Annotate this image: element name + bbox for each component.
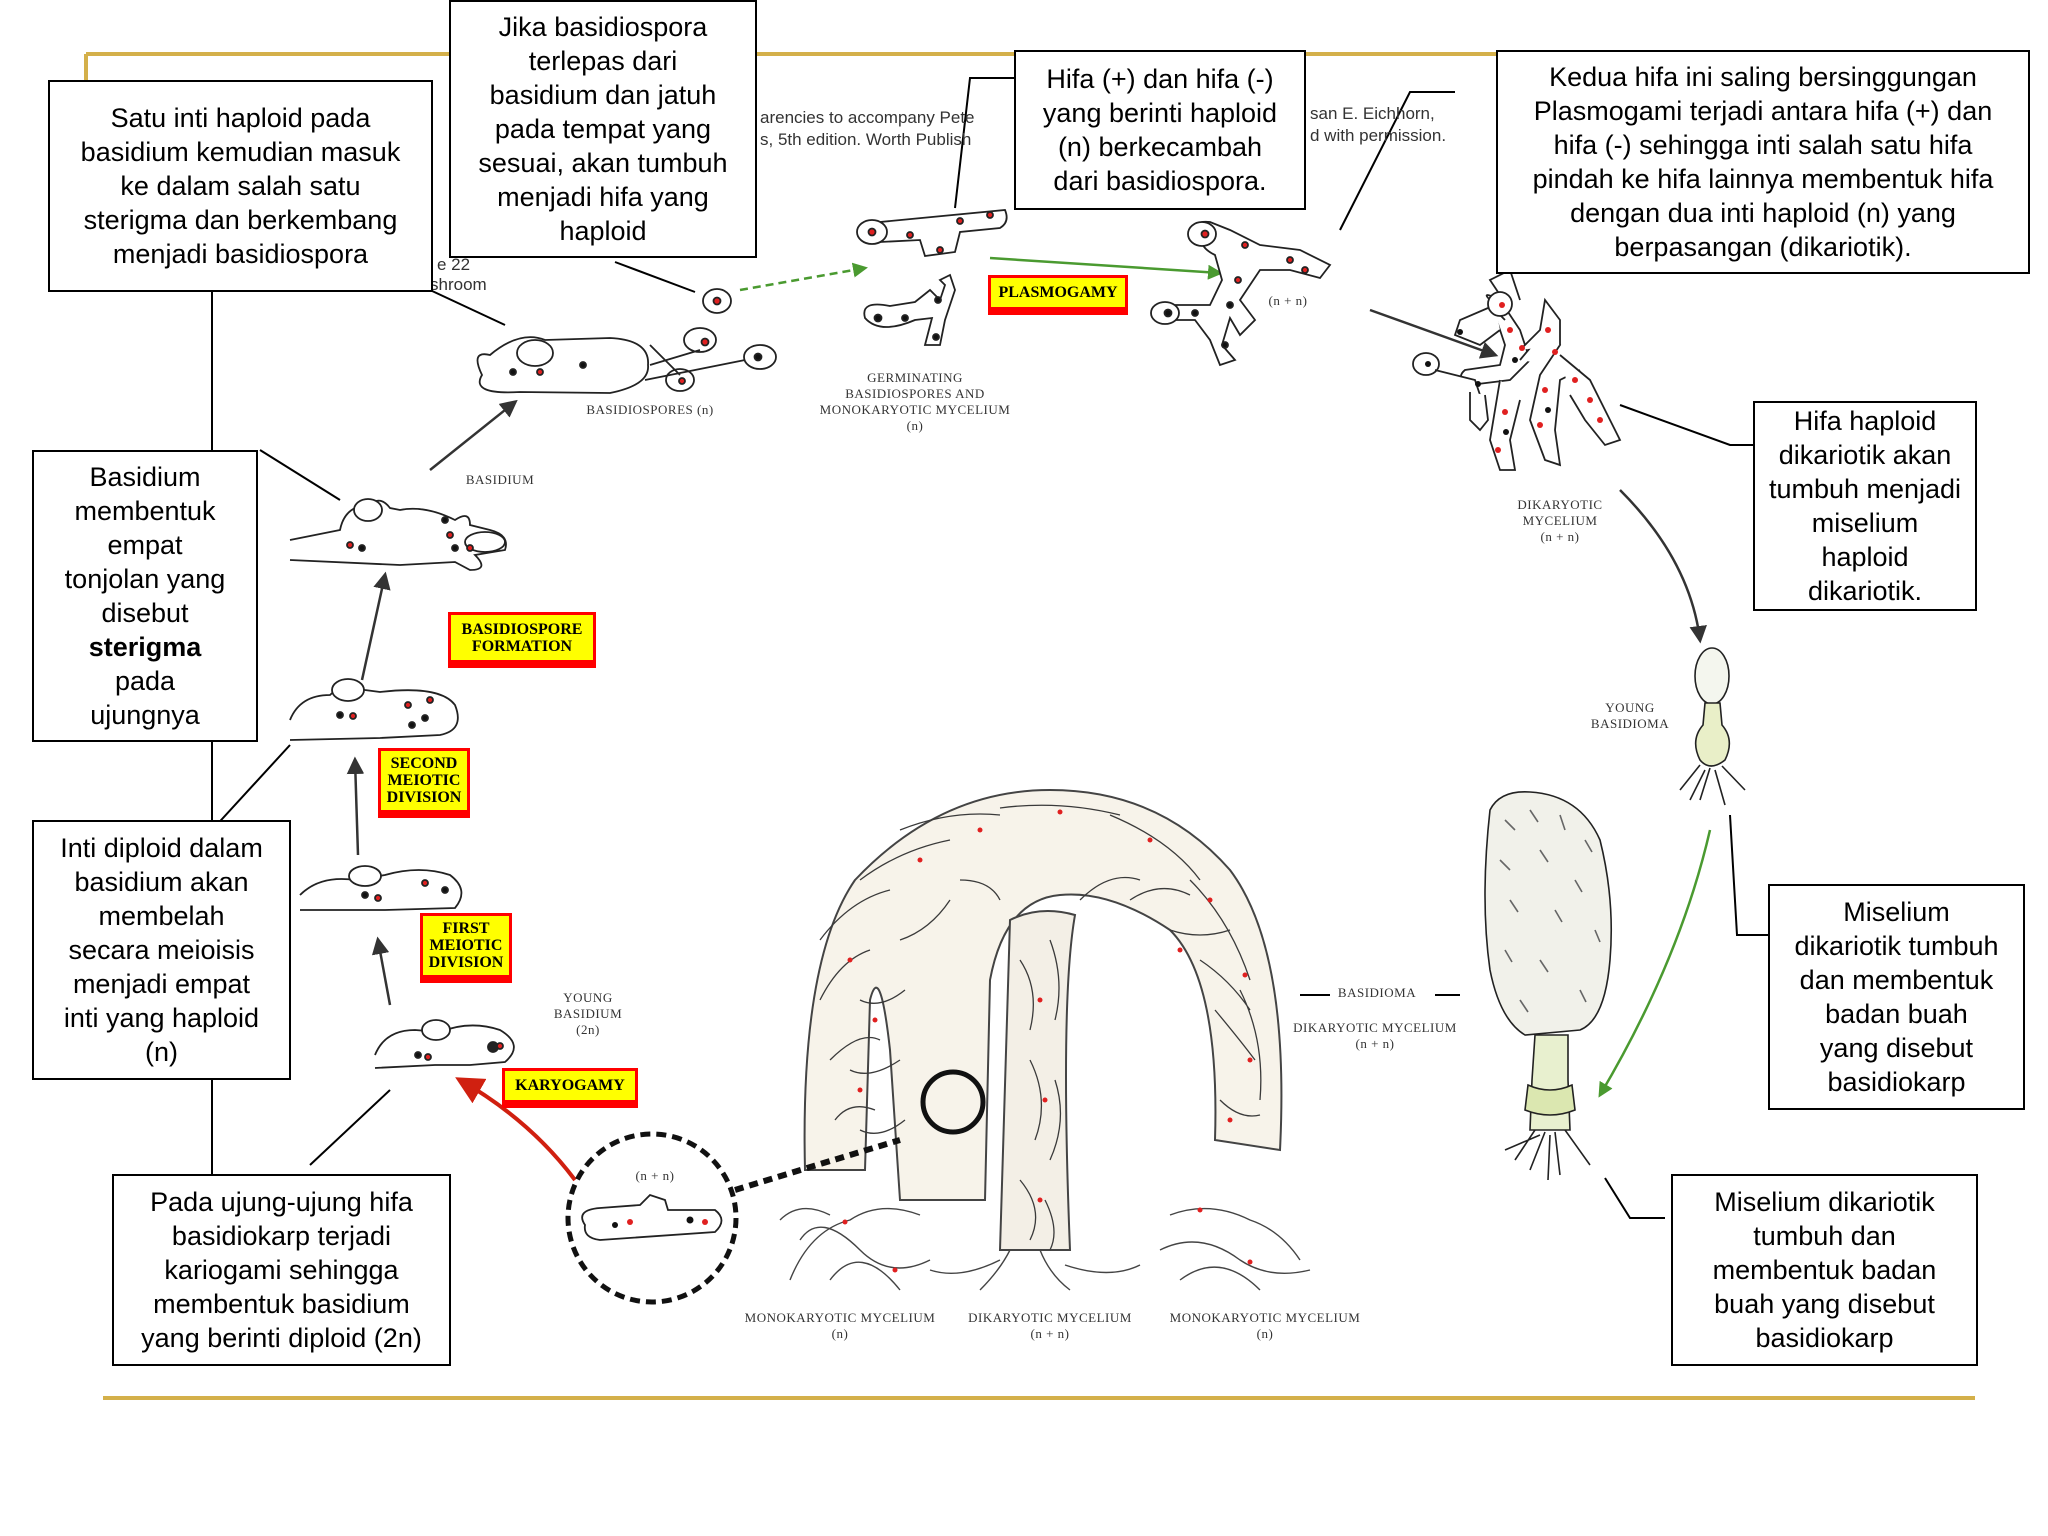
label-young-basidium: YOUNG BASIDIUM (2n) <box>553 990 623 1037</box>
header-fragment: shroom <box>430 275 487 294</box>
callout-basidium-membentuk: Basidium membentuk empat tonjolan yang d… <box>32 450 258 742</box>
header-fragment: d with permission. <box>1310 126 1447 145</box>
callout-basidium-membentuk-text-end: pada ujungnya <box>90 666 200 730</box>
second-meiotic-division-tag: SECOND MEIOTIC DIVISION <box>378 748 470 818</box>
header-fragment: s, 5th edition. Worth Publish <box>760 130 972 149</box>
callout-hifa-plus-minus: Hifa (+) dan hifa (-) yang berinti haplo… <box>1014 50 1306 210</box>
callout-pada-ujung-hifa: Pada ujung-ujung hifa basidiokarp terjad… <box>112 1174 451 1366</box>
young-basidioma-illustration <box>1679 647 1746 806</box>
label-plasmogamy-ploidy: (n + n) <box>1268 293 1308 308</box>
label-basidioma: BASIDIOMA <box>1337 985 1417 1000</box>
mature-basidioma-illustration <box>1484 791 1613 1181</box>
callout-basidium-membentuk-text: Basidium membentuk empat tonjolan yang d… <box>64 462 226 628</box>
first-meiotic-division-tag: FIRST MEIOTIC DIVISION <box>420 913 512 983</box>
label-dikaryotic-mycelium-center: DIKARYOTIC MYCELIUM (n + n) <box>1293 1020 1457 1051</box>
label-monokaryotic-left: MONOKARYOTIC MYCELIUM (n) <box>744 1310 936 1341</box>
callout-hifa-haploid-dikariotik: Hifa haploid dikariotik akan tumbuh menj… <box>1753 401 1977 611</box>
callout-satu-inti-haploid: Satu inti haploid pada basidium kemudian… <box>48 80 433 292</box>
label-monokaryotic-right: MONOKARYOTIC MYCELIUM (n) <box>1169 1310 1361 1341</box>
basidiospore-formation-tag: BASIDIOSPORE FORMATION <box>448 612 596 668</box>
plasmogamy-tag: PLASMOGAMY <box>988 275 1128 315</box>
callout-kedua-hifa: Kedua hifa ini saling bersinggungan Plas… <box>1496 50 2030 274</box>
callout-miselium-bawah: Miselium dikariotik tumbuh dan membentuk… <box>1671 1174 1978 1366</box>
label-dikaryotic-bottom: DIKARYOTIC MYCELIUM (n + n) <box>968 1310 1132 1341</box>
label-young-basidioma: YOUNG BASIDIOMA <box>1590 700 1670 731</box>
label-basidium: BASIDIUM <box>465 472 535 487</box>
label-basidiospores: BASIDIOSPORES (n) <box>586 402 714 417</box>
basidiocarp-section-illustration <box>803 788 1283 1251</box>
basidiospores-illustration <box>476 288 777 394</box>
bottom-mycelium-illustration <box>779 1207 1311 1291</box>
dikaryotic-mycelium-illustration <box>1412 268 1622 471</box>
germinating-hyphae-illustration <box>856 209 1008 346</box>
callout-miselium-kanan: Miselium dikariotik tumbuh dan membentuk… <box>1768 884 2025 1110</box>
plasmogamy-hyphae-illustration <box>1150 220 1332 367</box>
callout-jika-basidiospora: Jika basidiospora terlepas dari basidium… <box>449 0 757 258</box>
label-inset-ploidy: (n + n) <box>635 1168 675 1183</box>
label-dikaryotic-mycelium-right: DIKARYOTIC MYCELIUM (n + n) <box>1517 497 1603 544</box>
label-germinating: GERMINATING BASIDIOSPORES AND MONOKARYOT… <box>819 370 1011 433</box>
karyogamy-tag: KARYOGAMY <box>502 1068 638 1108</box>
basidium-stages-illustration <box>289 498 515 1069</box>
callout-basidium-membentuk-sterigma: sterigma <box>88 632 202 662</box>
zoom-callout <box>565 1069 986 1305</box>
callout-inti-diploid: Inti diploid dalam basidium akan membela… <box>32 820 291 1080</box>
header-fragment: san E. Eichhorn, <box>1310 104 1435 123</box>
header-fragment: arencies to accompany Pete <box>760 108 975 127</box>
cycle-arrows <box>346 256 1712 1182</box>
header-fragment: e 22 <box>437 255 471 274</box>
